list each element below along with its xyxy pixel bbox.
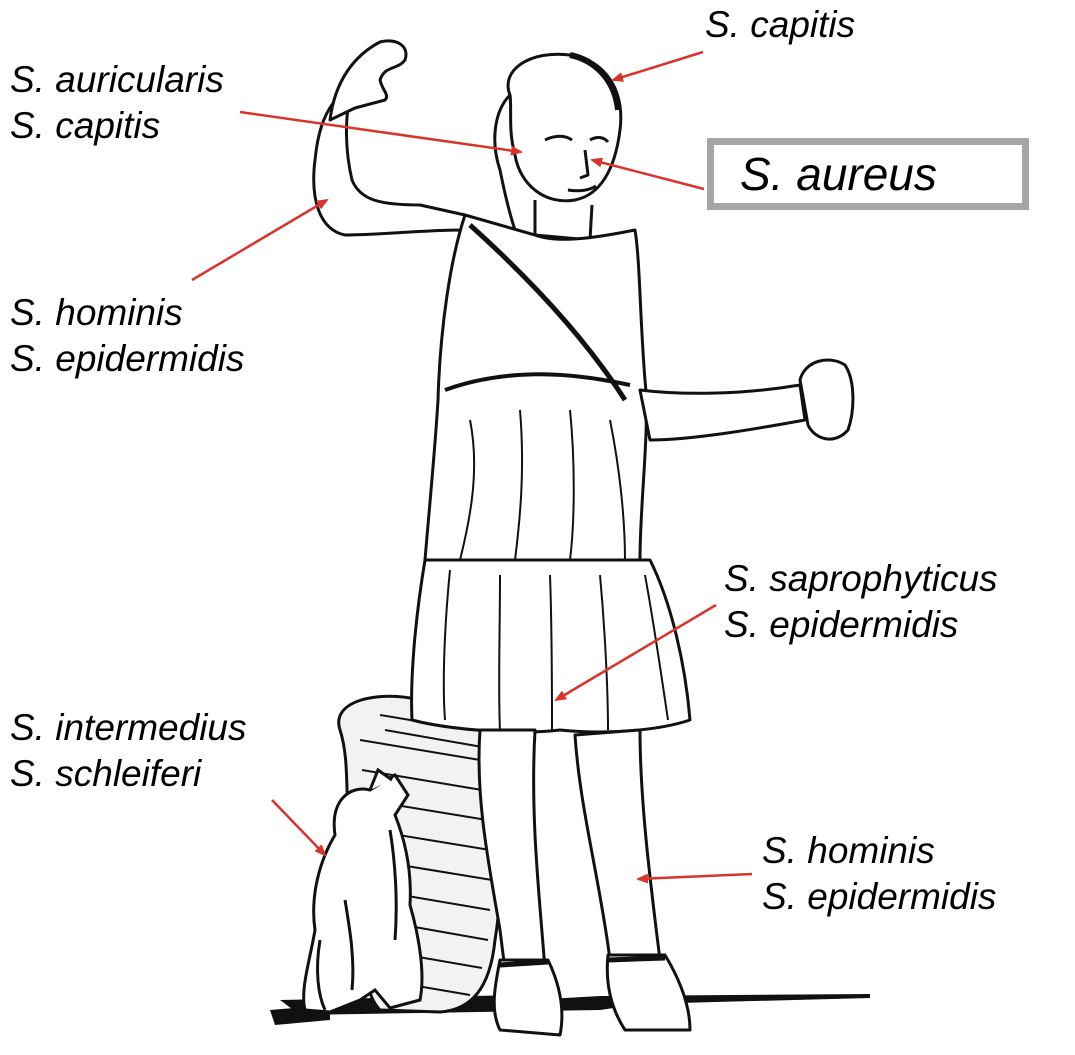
label-aureus: S. aureus: [740, 149, 937, 199]
label-capitis-top-line1: S. capitis: [705, 2, 855, 48]
arrow-leg: [638, 874, 752, 879]
label-arm-line2: S. epidermidis: [10, 336, 244, 382]
arrow-capitis-top: [613, 52, 703, 80]
label-capitis-top: S. capitis: [705, 2, 855, 48]
arrow-auricularis: [240, 112, 521, 152]
arrow-dog: [272, 800, 325, 855]
label-auricularis: S. auricularis S. capitis: [10, 57, 224, 149]
label-arm-line1: S. hominis: [10, 290, 244, 336]
label-auricularis-line2: S. capitis: [10, 103, 224, 149]
label-dog-line2: S. schleiferi: [10, 751, 247, 797]
label-dog-line1: S. intermedius: [10, 705, 247, 751]
label-groin-line1: S. saprophyticus: [724, 556, 998, 602]
label-dog: S. intermedius S. schleiferi: [10, 705, 247, 797]
label-auricularis-line1: S. auricularis: [10, 57, 224, 103]
label-groin-line2: S. epidermidis: [724, 602, 998, 648]
label-arm: S. hominis S. epidermidis: [10, 290, 244, 382]
arrow-arm: [192, 200, 327, 280]
label-groin: S. saprophyticus S. epidermidis: [724, 556, 998, 648]
label-leg: S. hominis S. epidermidis: [762, 828, 996, 920]
label-leg-line2: S. epidermidis: [762, 874, 996, 920]
label-aureus-box: S. aureus: [707, 138, 1029, 210]
label-leg-line1: S. hominis: [762, 828, 996, 874]
